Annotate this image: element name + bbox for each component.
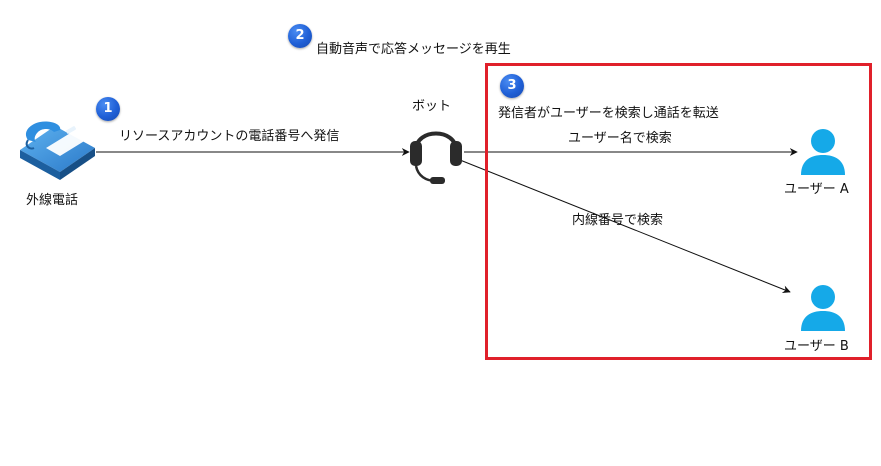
step-2-label: 自動音声で応答メッセージを再生 [316, 42, 511, 57]
step-3-label: 発信者がユーザーを検索し通話を転送 [498, 106, 719, 121]
edge-label-extension-search: 内線番号で検索 [572, 213, 664, 228]
phone-label: 外線電話 [26, 193, 79, 208]
step-1-badge: 1 [96, 97, 120, 121]
desk-phone-icon [20, 121, 95, 180]
step-2-badge: 2 [288, 24, 312, 48]
user-b-label: ユーザー B [784, 339, 849, 354]
step-1-label: リソースアカウントの電話番号へ発信 [119, 129, 340, 144]
step-3-badge: 3 [500, 74, 524, 98]
edge-label-username-search: ユーザー名で検索 [568, 131, 672, 146]
headset-icon [410, 131, 462, 184]
user-a-icon [801, 129, 845, 175]
transfer-frame [485, 63, 872, 360]
edge-bot-to-user-b [459, 159, 791, 294]
bot-label: ボット [412, 99, 452, 114]
user-b-icon [801, 285, 845, 331]
user-a-label: ユーザー A [784, 182, 849, 197]
